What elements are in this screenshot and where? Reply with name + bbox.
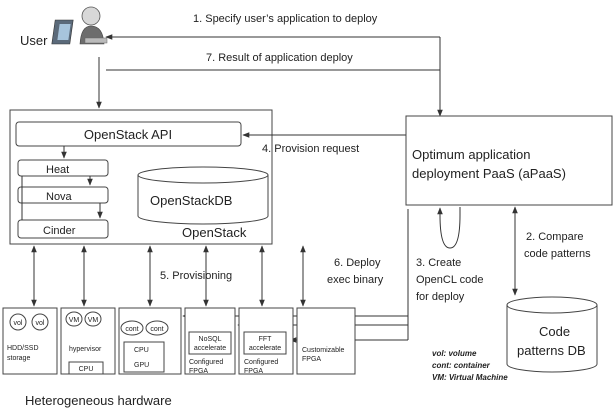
- hw-cont1-label: cont: [125, 326, 138, 333]
- hardware-caption: Heterogeneous hardware: [25, 393, 172, 408]
- code-db-label-line1: Code: [539, 324, 570, 339]
- apaas-label-line2: deployment PaaS (aPaaS): [412, 166, 566, 181]
- hw-hdd-label2: storage: [7, 355, 30, 362]
- hw-cont-proc-box: [123, 341, 165, 373]
- step4-label: 4. Provision request: [262, 143, 359, 155]
- hw-nosql-accel-line2: accelerate: [194, 345, 226, 352]
- hw-vm2: [84, 311, 102, 327]
- hw-custom-label1: Customizable: [302, 347, 345, 354]
- step3-label-line3: for deploy: [416, 291, 465, 303]
- hw-hyp-cpu-label: CPU: [79, 366, 94, 373]
- step3-label-line2: OpenCL code: [416, 274, 483, 286]
- step2-label-line1: 2. Compare: [526, 231, 583, 243]
- hw-fft-label1: Configured: [244, 359, 278, 366]
- hw-hdd-vol2: [31, 313, 49, 331]
- step7-label: 7. Result of application deploy: [206, 52, 353, 64]
- heat-label: Heat: [46, 164, 69, 176]
- user-icon: [51, 6, 108, 45]
- code-patterns-db-cylinder: [506, 296, 598, 373]
- apaas-label-line1: Optimum application: [412, 147, 531, 162]
- openstack-api-box: [15, 121, 242, 147]
- step6-label-line1: 6. Deploy: [334, 257, 381, 269]
- legend-line2: cont: container: [432, 361, 491, 370]
- nova-label: Nova: [46, 191, 73, 203]
- arrow-step3: [437, 207, 461, 249]
- hw-cont-gpu-label: GPU: [134, 362, 149, 369]
- arrow-step7: [106, 69, 441, 116]
- hw-fft-accel-line1: FFT: [259, 336, 273, 343]
- step1-label: 1. Specify user’s application to deploy: [193, 13, 378, 25]
- hw-custom-box: [296, 307, 356, 375]
- hw-hdd-vol1-label: vol: [14, 320, 23, 327]
- hw-hdd-label1: HDD/SSD: [7, 345, 39, 352]
- legend-line1: vol: volume: [432, 349, 477, 358]
- openstack-db-cylinder: [137, 166, 269, 225]
- hw-hdd-vol1: [9, 313, 27, 331]
- step6-label-line2: exec binary: [327, 274, 384, 286]
- hw-nosql-label2: FPGA: [189, 368, 208, 375]
- hw-vm1-label: VM: [69, 317, 80, 324]
- hw-fft-accel-line2: accelerate: [249, 345, 281, 352]
- openstack-api-label: OpenStack API: [84, 127, 172, 142]
- user-label: User: [20, 33, 48, 48]
- hw-vm1: [65, 311, 83, 327]
- cinder-box: [17, 219, 109, 239]
- hw-hyp-cpu-box: [68, 361, 104, 375]
- hw-hypervisor-label: hypervisor: [69, 346, 102, 353]
- hw-fft-label2: FPGA: [244, 368, 263, 375]
- cinder-label: Cinder: [43, 225, 76, 237]
- openstack-db-label: OpenStackDB: [150, 193, 232, 208]
- hw-custom-label2: FPGA: [302, 356, 321, 363]
- step5-label: 5. Provisioning: [160, 270, 232, 282]
- heat-box: [17, 159, 109, 177]
- step2-label-line2: code patterns: [524, 248, 591, 260]
- hw-cont1: [120, 320, 144, 336]
- apaas-box: [405, 115, 613, 206]
- hw-cont2-label: cont: [150, 326, 163, 333]
- hw-cont2: [145, 320, 169, 336]
- step3-label-line1: 3. Create: [416, 257, 461, 269]
- hw-nosql-label1: Configured: [189, 359, 223, 366]
- nova-box: [17, 186, 109, 204]
- hw-nosql-accel-line1: NoSQL: [199, 336, 222, 343]
- hw-cont-cpu-label: CPU: [134, 347, 149, 354]
- hw-fft-accel-box: [243, 331, 287, 355]
- hw-vm2-label: VM: [88, 317, 99, 324]
- code-db-label-line2: patterns DB: [517, 343, 586, 358]
- hw-nosql-accel-box: [188, 331, 232, 355]
- openstack-label: OpenStack: [182, 225, 247, 240]
- legend-line3: VM: Virtual Machine: [432, 373, 508, 382]
- hw-hdd-vol2-label: vol: [36, 320, 45, 327]
